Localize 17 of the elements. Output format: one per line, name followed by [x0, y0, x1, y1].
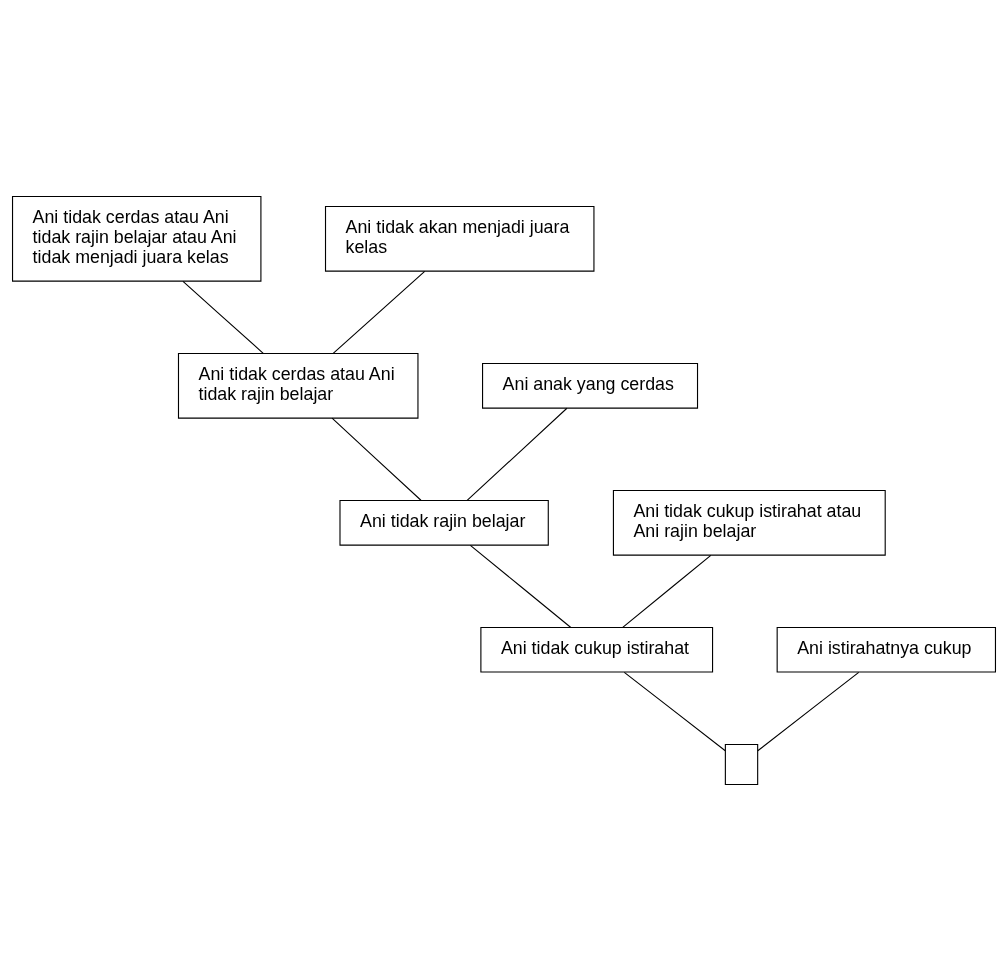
- connector: [469, 544, 572, 628]
- connector: [182, 280, 264, 354]
- connector: [623, 671, 726, 751]
- node-box: Ani tidak cerdas atau Ani tidak rajin belajar atau Ani tidak menjadi juara kelas: [11, 195, 262, 282]
- node-box: Ani istirahatnya cukup: [776, 626, 997, 673]
- connector: [622, 554, 712, 628]
- connector: [332, 270, 426, 354]
- node-box: Ani tidak cukup istirahat atau Ani rajin belajar: [612, 489, 886, 556]
- connector: [331, 417, 422, 501]
- node-box: Ani tidak akan menjadi juara kelas: [324, 205, 595, 272]
- connector: [757, 671, 860, 751]
- connector: [466, 407, 568, 501]
- node-box: Ani tidak cerdas atau Ani tidak rajin belajar: [177, 352, 419, 419]
- node-box: Ani anak yang cerdas: [482, 362, 699, 409]
- node-box: [724, 743, 759, 785]
- node-box: Ani tidak cukup istirahat: [480, 626, 714, 673]
- node-box: Ani tidak rajin belajar: [339, 499, 549, 546]
